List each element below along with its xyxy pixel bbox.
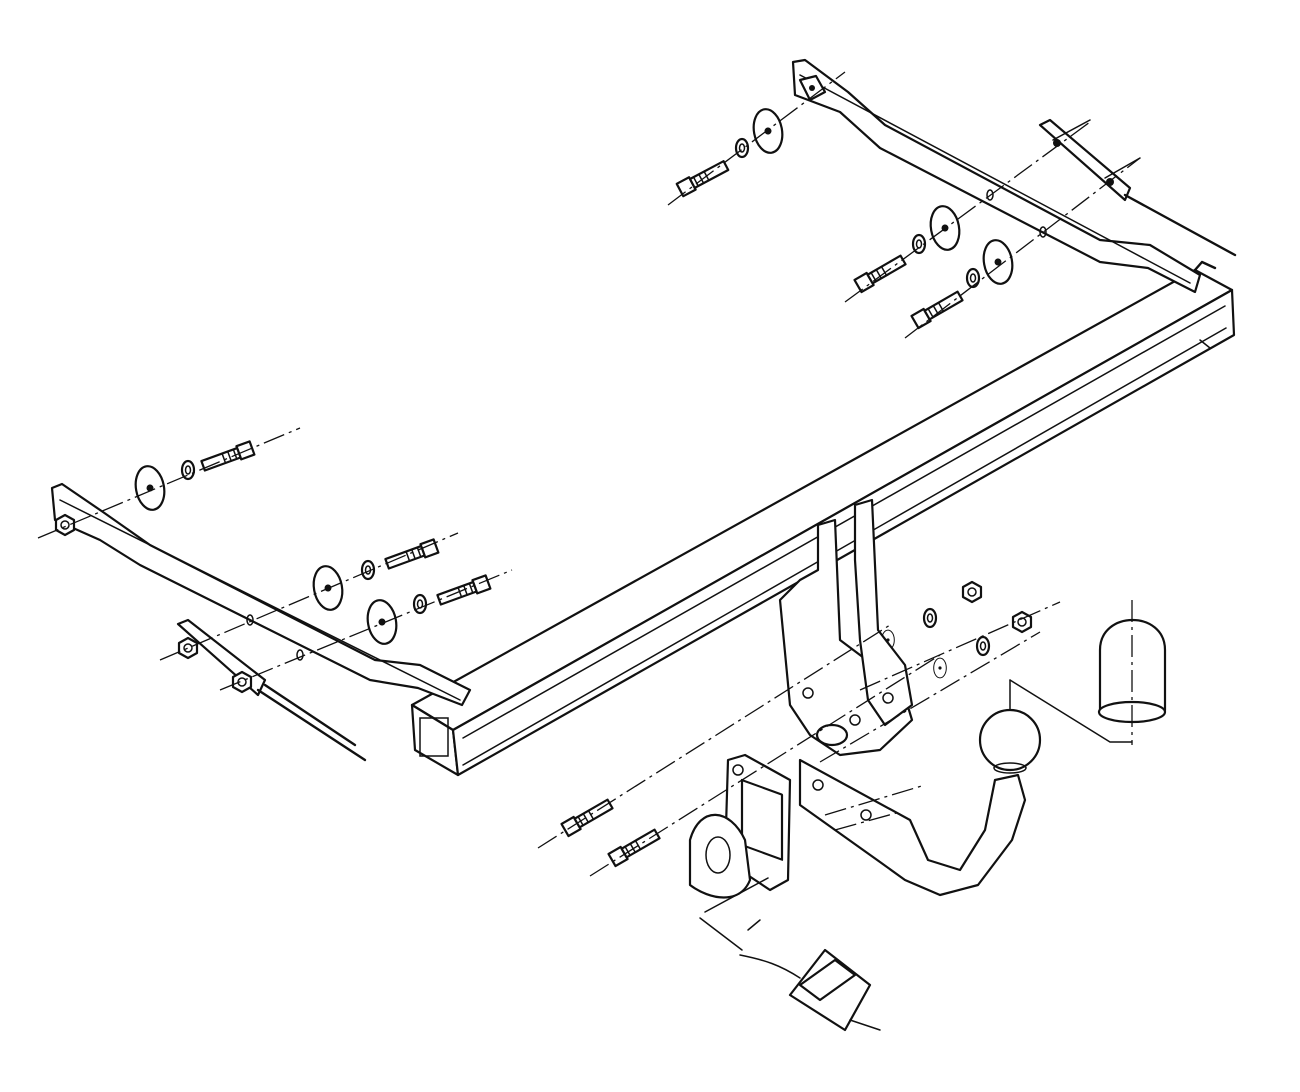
socket-gasket: [688, 813, 752, 899]
left-side-bracket: [50, 482, 472, 707]
right-fixing-plate: [1038, 118, 1237, 257]
cross-beam: [410, 260, 1236, 777]
right-side-bracket: [791, 58, 1202, 294]
tow-ball-neck: [798, 758, 1027, 897]
wiring-connector: [699, 917, 881, 1032]
tow-ball: [978, 708, 1042, 774]
leader-line: [704, 679, 1133, 913]
large-washer: [131, 105, 1017, 648]
assembly-axis: [37, 71, 1141, 877]
